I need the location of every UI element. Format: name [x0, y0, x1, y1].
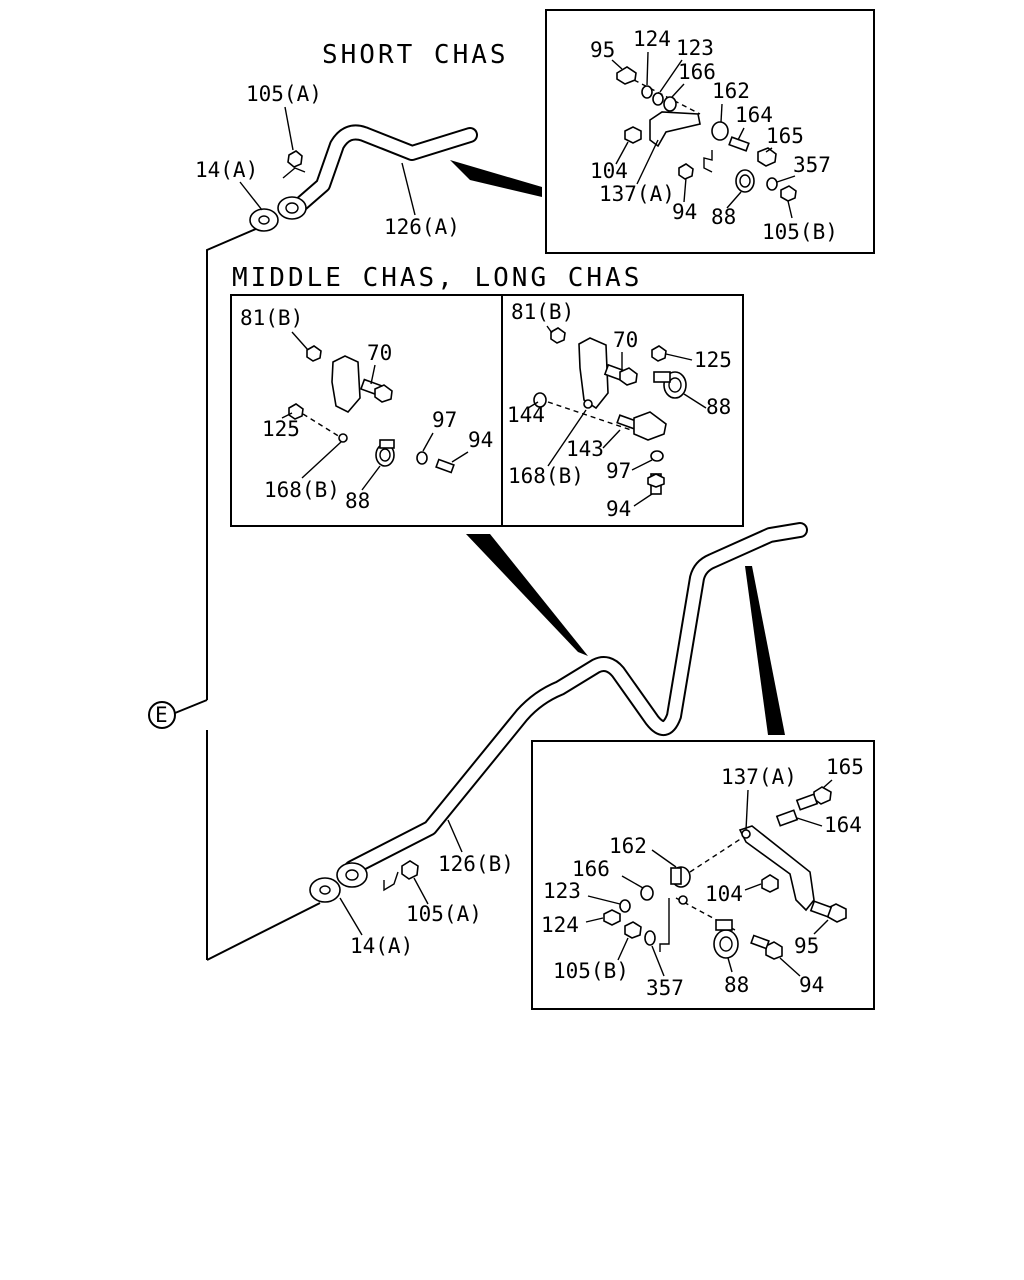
label-357-short: 357	[793, 153, 831, 177]
label-104-short: 104	[590, 159, 628, 183]
detail-box-short-bracket	[545, 9, 875, 254]
detail-box-middle-long	[230, 294, 744, 527]
label-81b-right: 81(B)	[511, 300, 574, 324]
label-88-long: 88	[724, 973, 749, 997]
label-97-right: 97	[606, 459, 631, 483]
detail-box-long-bracket	[531, 740, 875, 1010]
reference-frame-lines	[206, 227, 321, 961]
nut-105a-short	[282, 150, 306, 179]
label-97-left: 97	[432, 408, 457, 432]
label-125-right: 125	[694, 348, 732, 372]
label-105a-short: 105(A)	[246, 82, 322, 106]
label-162-short: 162	[712, 79, 750, 103]
callout-arrow-long	[745, 566, 785, 735]
label-143: 143	[566, 437, 604, 461]
label-94-right: 94	[606, 497, 631, 521]
label-104-long: 104	[705, 882, 743, 906]
label-105b-long: 105(B)	[553, 959, 629, 983]
long-bracket-parts	[603, 786, 847, 960]
label-124-long: 124	[541, 913, 579, 937]
label-168b-left: 168(B)	[264, 478, 340, 502]
label-164-long: 164	[824, 813, 862, 837]
label-14a-short: 14(A)	[195, 158, 258, 182]
label-144: 144	[507, 403, 545, 427]
label-14a-long: 14(A)	[350, 934, 413, 958]
callout-arrow-short	[450, 160, 542, 197]
label-166-long: 166	[572, 857, 610, 881]
label-165-long: 165	[826, 755, 864, 779]
exhaust-pipe-126b	[344, 522, 808, 876]
middle-left-bracket-parts	[288, 345, 455, 474]
label-81b-left: 81(B)	[240, 306, 303, 330]
label-94-short: 94	[672, 200, 697, 224]
label-137a-long: 137(A)	[721, 765, 797, 789]
label-125-left: 125	[262, 417, 300, 441]
middle-right-bracket-parts	[533, 327, 687, 495]
label-70-right: 70	[613, 328, 638, 352]
callout-arrow-middle	[466, 534, 588, 656]
label-88-short: 88	[711, 205, 736, 229]
label-162-long: 162	[609, 834, 647, 858]
label-164-short: 164	[735, 103, 773, 127]
label-123-short: 123	[676, 36, 714, 60]
label-123-long: 123	[543, 879, 581, 903]
label-137a-short: 137(A)	[599, 182, 675, 206]
label-88-left: 88	[345, 489, 370, 513]
label-126b: 126(B)	[438, 852, 514, 876]
label-94-long: 94	[799, 973, 824, 997]
svg-text:E: E	[155, 703, 168, 727]
section-title-middle-long-chas: MIDDLE CHAS, LONG CHAS	[232, 263, 642, 293]
label-168b-right: 168(B)	[508, 464, 584, 488]
short-bracket-parts	[616, 66, 797, 202]
reference-marker-e: E	[148, 699, 208, 729]
label-94-left: 94	[468, 428, 493, 452]
label-88-right: 88	[706, 395, 731, 419]
label-95-long: 95	[794, 934, 819, 958]
label-105a-long: 105(A)	[406, 902, 482, 926]
label-124-short: 124	[633, 27, 671, 51]
section-title-short-chas: SHORT CHAS	[322, 40, 509, 70]
label-165-short: 165	[766, 124, 804, 148]
label-70-left: 70	[367, 341, 392, 365]
label-166-short: 166	[678, 60, 716, 84]
flange-gasket-14a-short	[249, 196, 307, 232]
label-95-short: 95	[590, 38, 615, 62]
nut-105a-long	[383, 860, 419, 892]
label-357-long: 357	[646, 976, 684, 1000]
label-126a: 126(A)	[384, 215, 460, 239]
label-105b-short: 105(B)	[762, 220, 838, 244]
flange-gasket-14a-long	[309, 862, 368, 903]
exhaust-pipe-126a	[292, 124, 478, 213]
